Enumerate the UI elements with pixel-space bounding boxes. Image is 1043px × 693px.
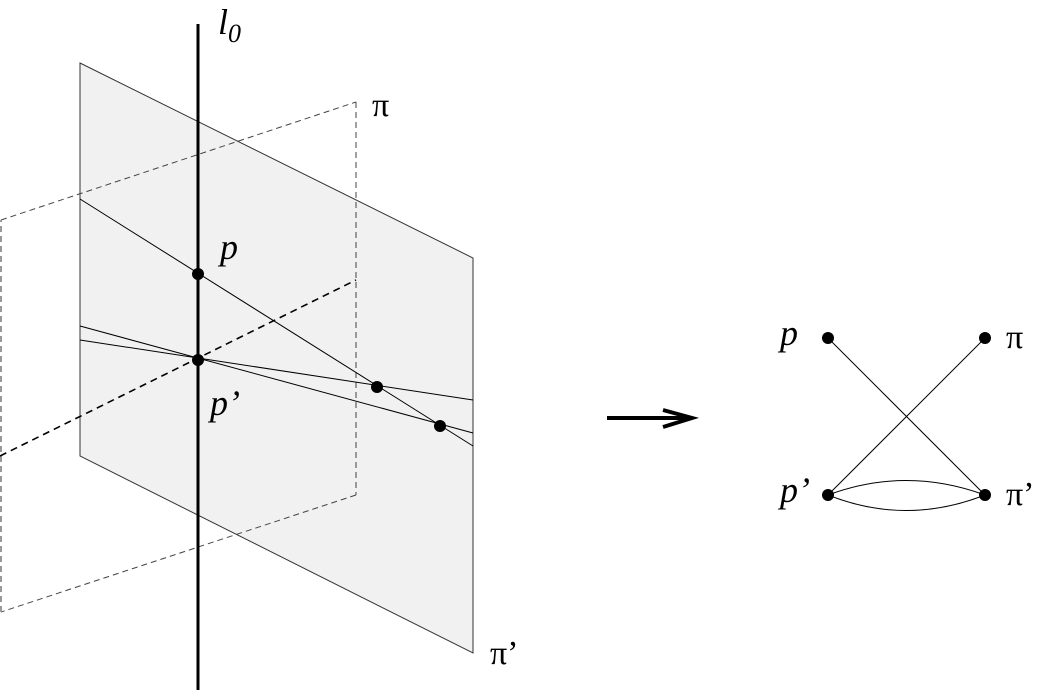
node-label-pi-prime: π’ — [1006, 476, 1035, 513]
graph-edges — [827, 337, 986, 511]
node-p — [822, 332, 834, 344]
node-pi — [979, 332, 991, 344]
point-b — [434, 420, 446, 432]
label-p-prime: p’ — [207, 383, 240, 423]
label-p: p — [217, 227, 238, 267]
node-label-p: p — [777, 313, 798, 353]
point-p-prime — [192, 354, 204, 366]
plane-pi-prime — [79, 62, 474, 654]
label-pi: π — [372, 87, 389, 124]
node-label-p-prime: p’ — [777, 470, 810, 510]
label-pi-prime: π’ — [490, 635, 519, 672]
point-a — [371, 381, 383, 393]
point-p — [192, 268, 204, 280]
node-p-prime — [822, 489, 834, 501]
plane-lines — [79, 198, 474, 447]
label-l0: l0 — [218, 2, 241, 48]
plane-pi — [0, 101, 357, 613]
node-label-pi: π — [1006, 319, 1023, 356]
arrow-right-icon — [607, 408, 700, 429]
node-pi-prime — [979, 489, 991, 501]
intersection-line — [0, 279, 357, 457]
